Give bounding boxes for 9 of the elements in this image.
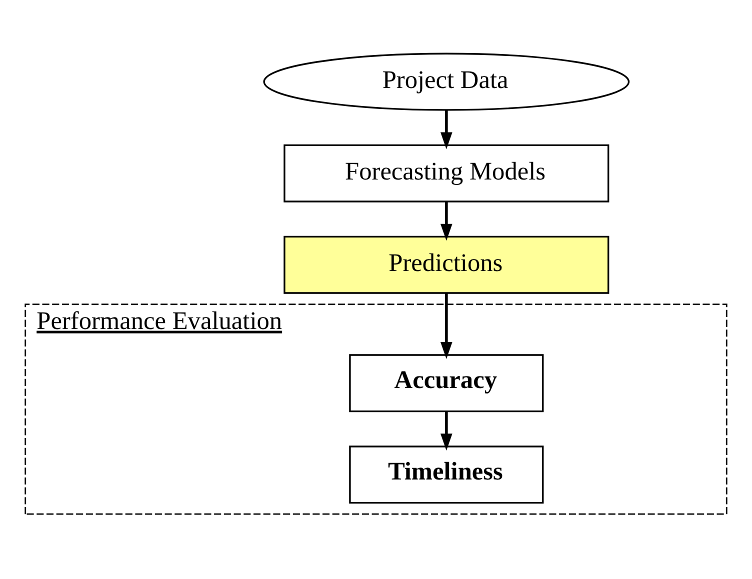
- node-box: Forecasting Models: [284, 144, 610, 202]
- node-box: Accuracy: [349, 354, 544, 412]
- arrow: [440, 412, 452, 451]
- arrow: [440, 110, 452, 150]
- arrow: [440, 293, 452, 359]
- node-box: Timeliness: [349, 446, 544, 504]
- arrow: [440, 202, 452, 241]
- node-ellipse: Project Data: [263, 52, 630, 111]
- node-box: Predictions: [284, 236, 610, 294]
